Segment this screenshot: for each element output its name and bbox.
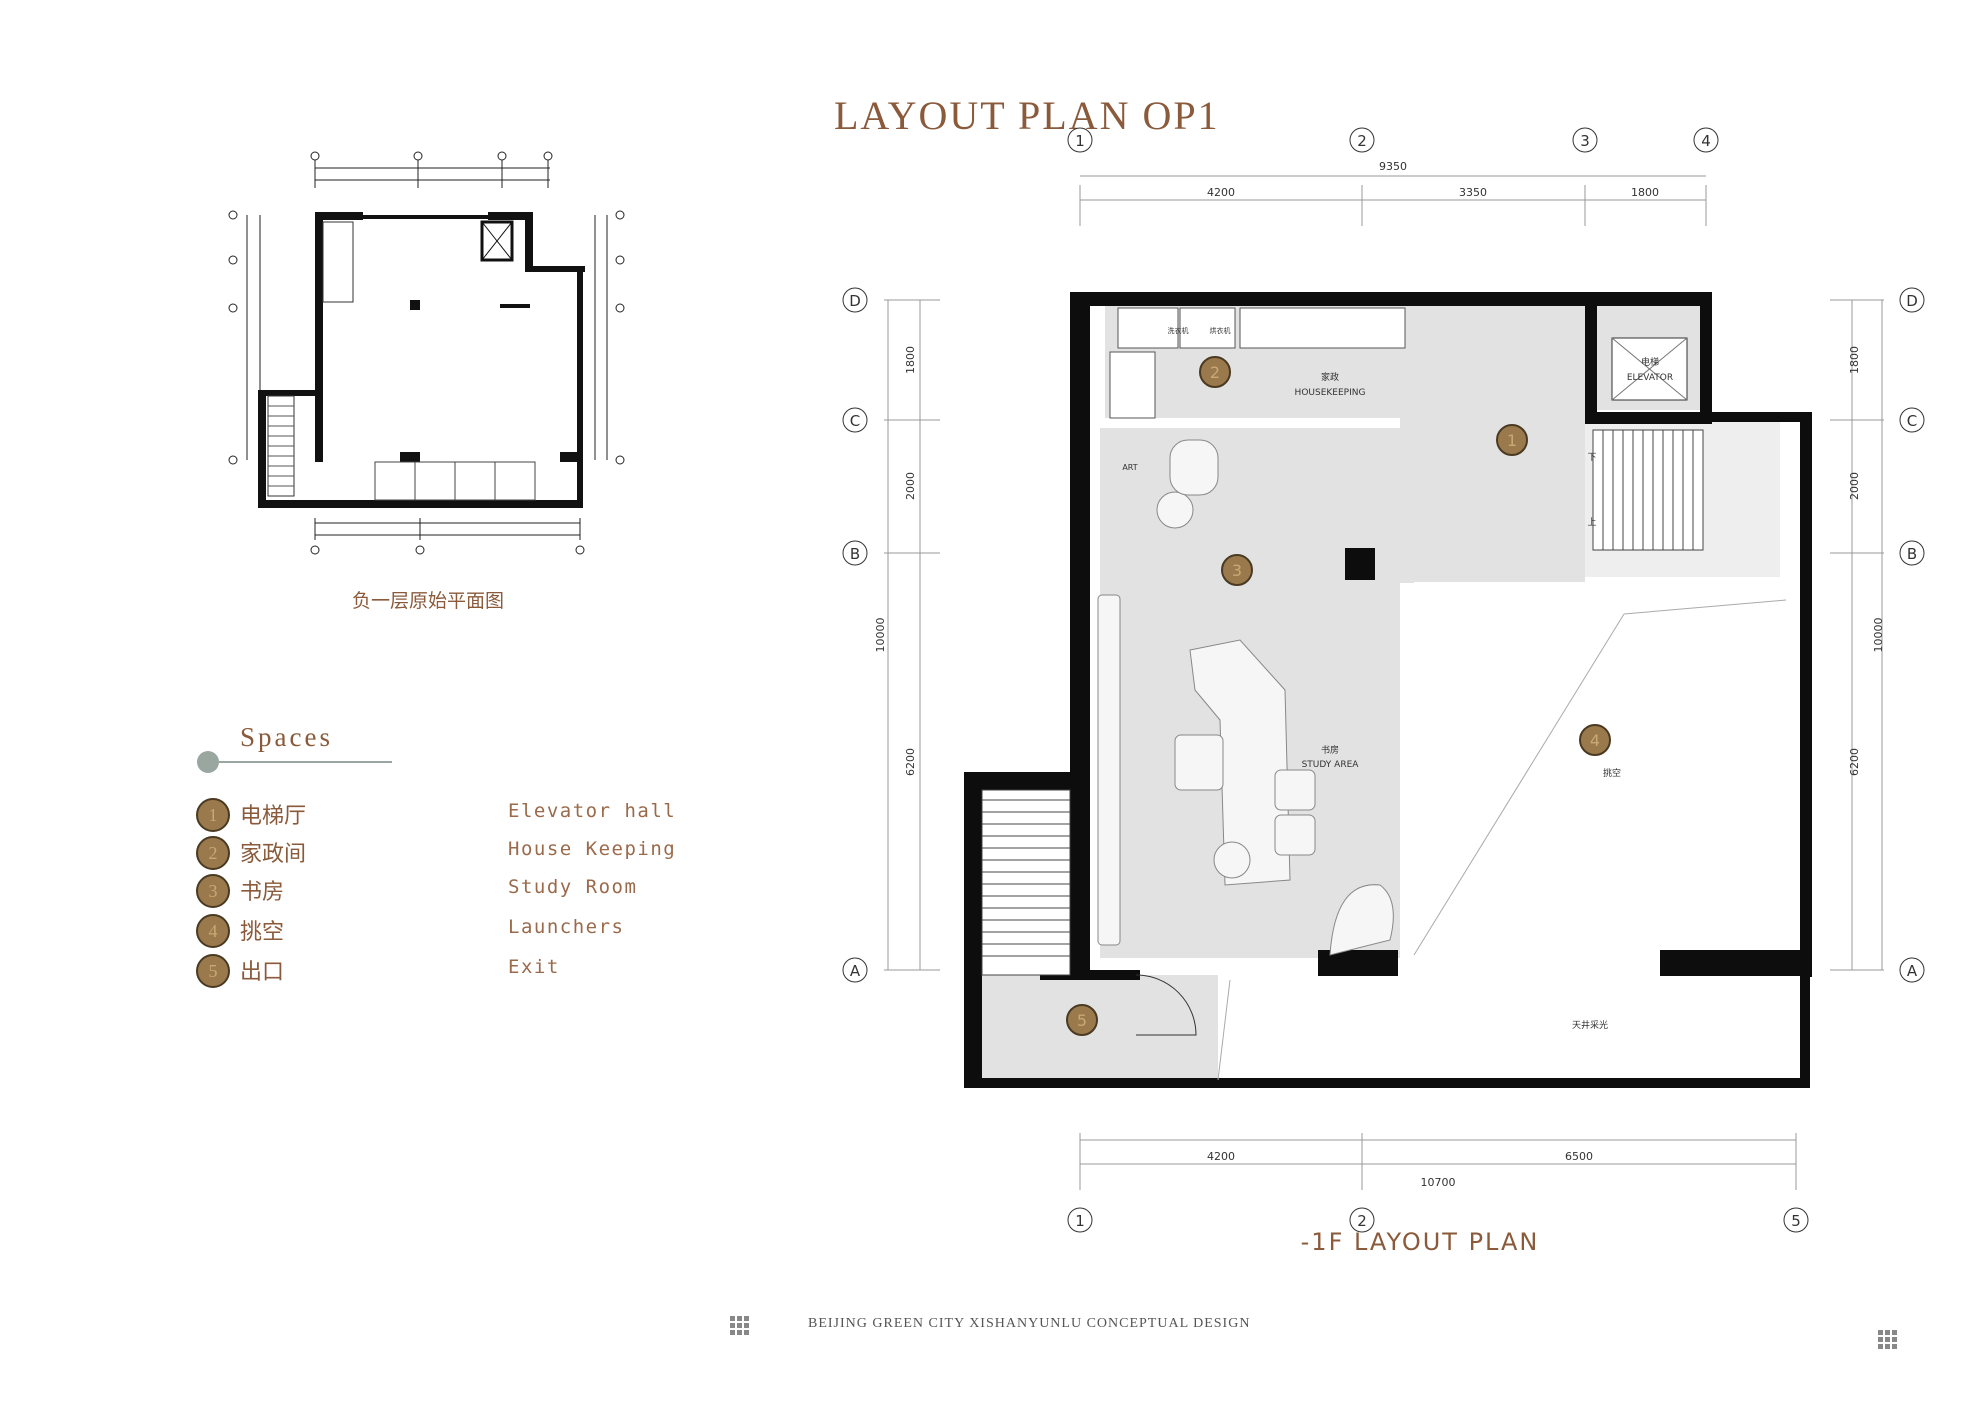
walls bbox=[964, 292, 1812, 1088]
room-marker-label: 3 bbox=[1232, 561, 1242, 580]
legend-label-en: Elevator hall bbox=[508, 800, 677, 822]
grid-label-row: D bbox=[1906, 292, 1918, 310]
page-title: LAYOUT PLAN OP1 bbox=[834, 93, 1220, 138]
dim-top: 3350 bbox=[1459, 186, 1487, 199]
dim-bottom: 6500 bbox=[1565, 1150, 1593, 1163]
grid-label-row: C bbox=[1907, 412, 1917, 430]
legend-label-en: House Keeping bbox=[508, 838, 677, 860]
grid-label-top: 1 bbox=[1075, 132, 1085, 150]
grid-label-row: A bbox=[850, 962, 861, 980]
grid-label-row: B bbox=[1907, 545, 1917, 563]
room-marker-5 bbox=[1066, 1004, 1098, 1036]
original-plan-caption: 负一层原始平面图 bbox=[352, 590, 505, 612]
skylight-area bbox=[1218, 975, 1798, 1085]
room-label: HOUSEKEEPING bbox=[1295, 388, 1366, 398]
fixture-label: ART bbox=[1122, 463, 1137, 472]
void-area bbox=[1414, 582, 1786, 957]
logo-icon bbox=[730, 1316, 749, 1335]
dim-top-total: 9350 bbox=[1379, 160, 1407, 173]
stair-label: 上 bbox=[1587, 517, 1596, 528]
legend-marker: 5 bbox=[196, 954, 230, 988]
dim-top: 4200 bbox=[1207, 186, 1235, 199]
grid-label-top: 2 bbox=[1357, 132, 1367, 150]
legend-label-cn: 家政间 bbox=[240, 842, 307, 867]
dim-left: 2000 bbox=[904, 472, 917, 500]
logo-icon bbox=[1878, 1330, 1897, 1349]
grid-label-row: A bbox=[1907, 962, 1918, 980]
legend-marker: 2 bbox=[196, 836, 230, 870]
fixture-label: 烘衣机 bbox=[1210, 326, 1231, 335]
dim-bottom: 4200 bbox=[1207, 1150, 1235, 1163]
grid-label-row: C bbox=[850, 412, 860, 430]
room-marker-4 bbox=[1579, 724, 1611, 756]
plan-caption: -1F LAYOUT PLAN bbox=[1301, 1228, 1540, 1256]
room-marker-1 bbox=[1496, 424, 1528, 456]
room-marker-2 bbox=[1199, 356, 1231, 388]
room-label: 书房 bbox=[1321, 744, 1339, 756]
grid-label-row: D bbox=[849, 292, 861, 310]
legend-marker: 3 bbox=[196, 874, 230, 908]
grid-label-bottom: 2 bbox=[1357, 1212, 1367, 1230]
room-marker-label: 1 bbox=[1507, 431, 1517, 450]
legend-label-cn: 书房 bbox=[240, 880, 285, 905]
dim-right: 2000 bbox=[1848, 472, 1861, 500]
room-label: 天井采光 bbox=[1572, 1019, 1608, 1031]
spaces-divider bbox=[197, 751, 392, 773]
room-label: ELEVATOR bbox=[1627, 373, 1673, 383]
grid-label-bottom: 1 bbox=[1075, 1212, 1085, 1230]
grid-label-top: 3 bbox=[1580, 132, 1590, 150]
dim-right-total: 10000 bbox=[1872, 618, 1885, 653]
room-label: 电梯 bbox=[1641, 356, 1659, 368]
dim-right: 6200 bbox=[1848, 748, 1861, 776]
dim-left-total: 10000 bbox=[874, 618, 887, 653]
room-label: 挑空 bbox=[1603, 767, 1621, 779]
dim-bottom-total: 10700 bbox=[1421, 1176, 1456, 1189]
room-marker-3 bbox=[1221, 554, 1253, 586]
original-floor-plan bbox=[228, 151, 625, 555]
dim-right: 1800 bbox=[1848, 346, 1861, 374]
dim-left: 6200 bbox=[904, 748, 917, 776]
spaces-title: Spaces bbox=[240, 722, 333, 752]
legend-label-cn: 挑空 bbox=[240, 920, 285, 945]
legend-marker: 4 bbox=[196, 914, 230, 948]
legend-label-en: Exit bbox=[508, 956, 560, 978]
dim-left: 1800 bbox=[904, 346, 917, 374]
grid-label-top: 4 bbox=[1701, 132, 1711, 150]
room-marker-label: 4 bbox=[1590, 731, 1600, 750]
legend-label-cn: 电梯厅 bbox=[240, 804, 307, 829]
legend-label-en: Study Room bbox=[508, 876, 638, 898]
footer-text: BEIJING GREEN CITY XISHANYUNLU CONCEPTUA… bbox=[808, 1316, 1251, 1331]
elevator-hall-floor bbox=[1400, 300, 1585, 583]
room-marker-label: 5 bbox=[1077, 1011, 1087, 1030]
legend-label-cn: 出口 bbox=[240, 960, 285, 985]
legend-marker: 1 bbox=[196, 798, 230, 832]
room-marker-label: 2 bbox=[1210, 363, 1220, 382]
grid-label-bottom: 5 bbox=[1791, 1212, 1801, 1230]
room-label: STUDY AREA bbox=[1302, 760, 1360, 770]
stair-label: 下 bbox=[1587, 453, 1596, 463]
dim-top: 1800 bbox=[1631, 186, 1659, 199]
legend-label-en: Launchers bbox=[508, 916, 625, 938]
room-label: 家政 bbox=[1321, 371, 1339, 383]
grid-label-row: B bbox=[850, 545, 860, 563]
exit-floor bbox=[978, 975, 1218, 1085]
fixture-label: 洗衣机 bbox=[1168, 326, 1189, 335]
